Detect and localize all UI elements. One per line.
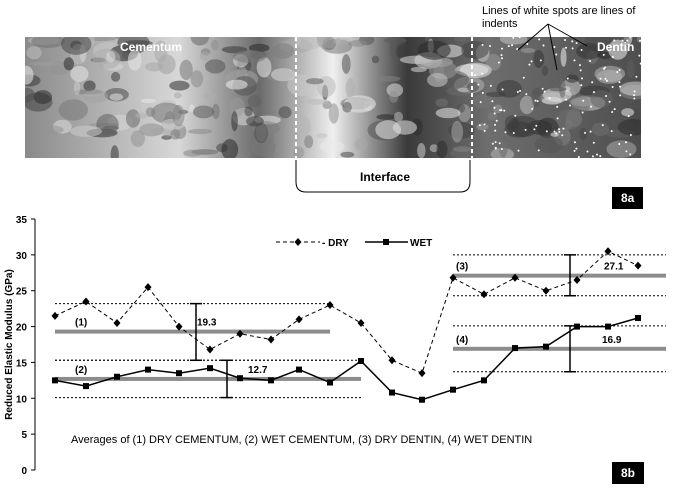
average-value-label: 19.3: [197, 318, 217, 329]
dry-point: [542, 286, 550, 295]
dry-point: [267, 335, 275, 344]
wet-point: [543, 343, 549, 350]
dry-point: [51, 311, 59, 320]
dry-point: [82, 297, 90, 306]
figure-label-8a: 8a: [612, 187, 644, 209]
wet-point: [389, 389, 395, 396]
y-tick-label: 35: [16, 215, 28, 226]
indent-annotation: Lines of white spots are lines of indent…: [482, 5, 636, 30]
dry-point: [418, 369, 426, 378]
y-tick-label: 5: [21, 430, 27, 441]
average-value-label: 16.9: [602, 335, 622, 346]
wet-point: [327, 379, 333, 386]
wet-point: [419, 396, 425, 403]
dry-point: [206, 345, 214, 354]
wet-point: [268, 377, 274, 384]
wet-point: [176, 370, 182, 377]
y-tick-label: 15: [16, 358, 28, 369]
wet-point: [512, 345, 518, 352]
legend-marker-wet: [383, 239, 389, 245]
dry-point: [236, 329, 244, 338]
dry-point: [511, 273, 519, 282]
legend-marker-dry: [294, 238, 302, 246]
y-tick-label: 25: [16, 287, 28, 298]
series-line-dry: [54, 250, 639, 374]
y-tick-label: 10: [16, 394, 28, 405]
wet-point: [237, 375, 243, 382]
dry-point: [144, 283, 152, 292]
y-axis-label: Reduced Elastic Modulus (GPa): [4, 269, 15, 420]
legend-label-dry: - DRY: [322, 238, 349, 249]
average-id-label: (2): [75, 365, 87, 376]
average-band: [55, 376, 361, 381]
annotation-arrows: [295, 23, 588, 193]
wet-point: [605, 323, 611, 330]
average-id-label: (4): [456, 335, 468, 346]
interface-label: Interface: [360, 170, 411, 184]
series-line-wet: [54, 317, 639, 401]
wet-point: [83, 383, 89, 390]
average-band: [55, 329, 330, 334]
region-label-dentin: Dentin: [597, 40, 635, 54]
wet-point: [145, 366, 151, 373]
legend-label-wet: WET: [410, 238, 432, 249]
dry-point: [388, 356, 396, 365]
average-value-label: 27.1: [604, 262, 624, 273]
dry-point: [634, 261, 642, 270]
dry-point: [449, 273, 457, 282]
wet-point: [358, 357, 364, 364]
dry-point: [326, 301, 334, 310]
wet-point: [481, 377, 487, 384]
dry-point: [175, 322, 183, 331]
average-id-label: (1): [75, 318, 87, 329]
average-band: [453, 273, 666, 278]
region-label-cementum: Cementum: [120, 40, 183, 54]
dry-point: [295, 315, 303, 324]
wet-point: [114, 373, 120, 380]
y-tick-label: 30: [16, 251, 28, 262]
average-band: [453, 346, 666, 351]
wet-point: [296, 366, 302, 373]
dry-point: [604, 247, 612, 256]
figure-label-8b: 8b: [612, 462, 645, 484]
average-id-label: (3): [456, 262, 468, 273]
wet-point: [635, 314, 641, 321]
wet-point: [52, 377, 58, 384]
dry-point: [480, 290, 488, 299]
wet-point: [574, 323, 580, 330]
average-value-label: 12.7: [248, 365, 268, 376]
wet-point: [450, 386, 456, 393]
micrograph-image: [25, 37, 641, 158]
averages-annotation: Averages of (1) DRY CEMENTUM, (2) WET CE…: [71, 434, 533, 446]
y-tick-label: 0: [21, 466, 27, 477]
dry-point: [357, 318, 365, 327]
y-tick-label: 20: [16, 323, 28, 334]
dry-point: [573, 275, 581, 284]
dry-point: [113, 318, 121, 327]
wet-point: [207, 365, 213, 372]
